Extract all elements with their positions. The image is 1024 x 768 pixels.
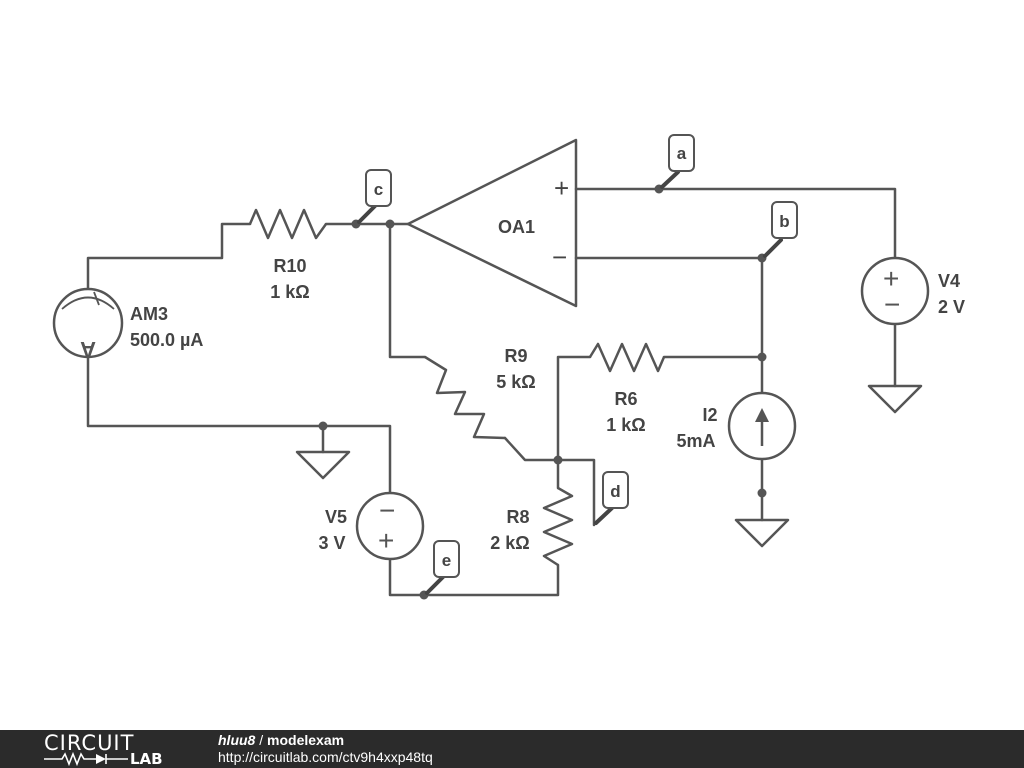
resistor-diode-logo-icon <box>44 752 128 766</box>
svg-text:d: d <box>610 482 620 501</box>
v5-plus-sign: + <box>378 525 394 556</box>
wire-opamp-b <box>574 256 764 394</box>
circuit-url[interactable]: http://circuitlab.com/ctv9h4xxp48tq <box>218 749 433 765</box>
junction-opamp-in <box>385 219 395 229</box>
resistor-r10 <box>248 208 328 240</box>
v4-plus-sign: + <box>883 263 899 294</box>
opamp-minus-sign: − <box>552 242 567 272</box>
wire-probe-d <box>556 458 596 527</box>
meta-separator: / <box>255 732 268 748</box>
label-oa1-name: OA1 <box>498 217 535 237</box>
wire-v5-gnd <box>86 354 392 494</box>
ammeter-symbol: A <box>80 337 96 362</box>
wire-r8-v5 <box>388 558 560 597</box>
label-r10-value: 1 kΩ <box>270 282 309 302</box>
logo-text-bottom: LAB <box>130 750 163 768</box>
node-tag-d: d <box>594 471 629 525</box>
label-r8-name: R8 <box>506 507 529 527</box>
label-am3-name: AM3 <box>130 304 168 324</box>
wire-am3-r10 <box>86 222 252 292</box>
circuit-title[interactable]: modelexam <box>267 732 345 748</box>
v4-minus-sign: − <box>884 289 900 320</box>
node-tag-c: c <box>357 169 392 224</box>
label-i2-name: I2 <box>702 405 717 425</box>
v5-minus-sign: − <box>379 495 395 526</box>
logo-text-top: CIRCUIT <box>44 731 135 755</box>
ammeter-am3: A <box>52 287 124 362</box>
label-v5-value: 3 V <box>318 533 345 553</box>
wire-junction-r6 <box>556 355 592 462</box>
circuit-schematic: + − A + − − + a <box>52 134 965 600</box>
node-tag-e: e <box>425 540 460 595</box>
label-v4-name: V4 <box>938 271 960 291</box>
voltage-source-v4: + − <box>860 256 930 326</box>
label-v4-value: 2 V <box>938 297 965 317</box>
svg-text:e: e <box>442 551 451 570</box>
voltage-source-v5: − + <box>355 491 425 561</box>
label-r9-value: 5 kΩ <box>496 372 535 392</box>
circuitlab-logo[interactable]: CIRCUIT LAB <box>44 731 184 768</box>
junction-r6-right <box>757 352 767 362</box>
resistor-r9 <box>424 355 506 440</box>
label-i2-value: 5mA <box>676 431 715 451</box>
label-r6-name: R6 <box>614 389 637 409</box>
svg-text:c: c <box>374 180 383 199</box>
label-r6-value: 1 kΩ <box>606 415 645 435</box>
wire-r9-junction <box>503 436 560 462</box>
junction-i2-bottom <box>757 488 767 498</box>
circuit-meta: hluu8 / modelexam http://circuitlab.com/… <box>218 732 433 766</box>
label-r8-value: 2 kΩ <box>490 533 529 553</box>
junction-gnd-left <box>318 421 328 431</box>
ground-icon-left <box>295 450 351 480</box>
node-tag-b: b <box>763 201 798 258</box>
current-arrow-icon <box>755 408 769 422</box>
wire-opamp-v4 <box>574 187 897 260</box>
label-v5-name: V5 <box>325 507 347 527</box>
resistor-r6 <box>588 342 666 373</box>
opamp-oa1: + − <box>406 138 578 308</box>
wire-node-r9 <box>388 222 427 359</box>
author-link[interactable]: hluu8 <box>218 732 256 748</box>
svg-text:b: b <box>779 212 789 231</box>
svg-text:a: a <box>677 144 687 163</box>
resistor-r8 <box>542 486 574 567</box>
ground-icon-i2 <box>734 518 790 548</box>
current-source-i2 <box>727 391 797 461</box>
label-r9-name: R9 <box>504 346 527 366</box>
label-r10-name: R10 <box>273 256 306 276</box>
ground-icon-v4 <box>867 384 923 414</box>
node-tag-a: a <box>660 134 695 189</box>
junction-d <box>553 455 563 465</box>
footer-bar: CIRCUIT LAB hluu8 / modelexam http://cir… <box>0 730 1024 768</box>
opamp-plus-sign: + <box>554 173 569 203</box>
label-am3-value: 500.0 µA <box>130 330 203 350</box>
